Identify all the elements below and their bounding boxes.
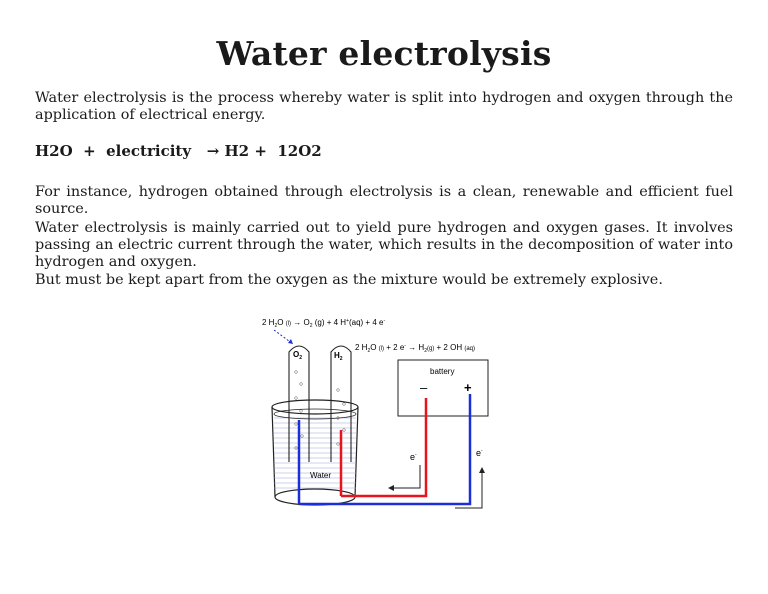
electrolysis-diagram: 2 H2O (l) → O2 (g) + 4 H+(aq) + 4 e- 2 H… <box>260 310 530 520</box>
warning-paragraph: But must be kept apart from the oxygen a… <box>35 272 663 288</box>
battery-label: battery <box>430 367 454 376</box>
page-title: Water electrolysis <box>216 34 552 73</box>
battery-minus: – <box>420 380 428 395</box>
reaction-equation: H2O + electricity → H2 + 12O2 <box>35 142 322 160</box>
o2-label: O2 <box>293 350 302 361</box>
water-label: Water <box>310 471 331 480</box>
battery-plus: + <box>464 380 472 395</box>
cathode-equation: 2 H2O (l) + 2 e- → H2(g) + 2 OH (aq) <box>355 343 475 354</box>
fuel-paragraph: For instance, hydrogen obtained through … <box>35 184 733 217</box>
anode-equation: 2 H2O (l) → O2 (g) + 4 H+(aq) + 4 e- <box>262 318 385 329</box>
electron-left-label: e- <box>410 452 417 462</box>
intro-paragraph: Water electrolysis is the process whereb… <box>35 90 733 123</box>
h2-label: H2 <box>334 351 343 362</box>
electron-right-label: e- <box>476 448 483 458</box>
process-paragraph: Water electrolysis is mainly carried out… <box>35 220 733 270</box>
